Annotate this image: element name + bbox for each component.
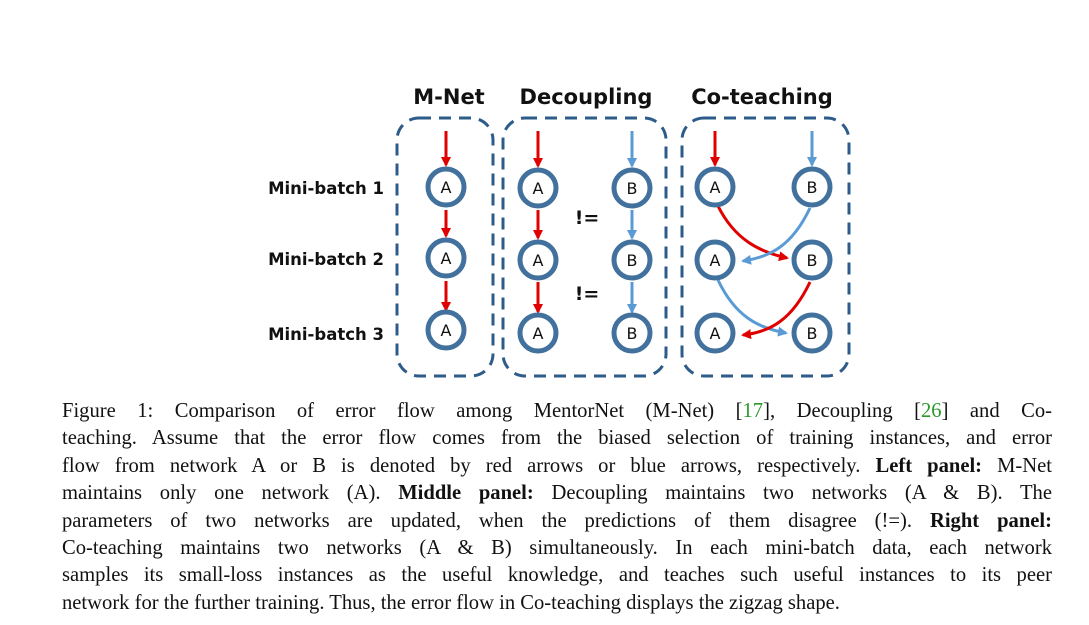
node-coteaching-a-3: A <box>694 312 736 354</box>
svg-text:B: B <box>807 178 818 197</box>
node-mnet-a-1: A <box>425 166 467 208</box>
caption-line-2: teaching. Assume that the error flow com… <box>62 427 1052 450</box>
not-equal-label-1: != <box>575 207 600 229</box>
node-decoupling-b-2: B <box>611 239 653 281</box>
node-coteaching-a-2: A <box>694 239 736 281</box>
node-coteaching-b-2: B <box>791 239 833 281</box>
node-coteaching-b-1: B <box>791 166 833 208</box>
svg-text:A: A <box>441 321 452 340</box>
svg-text:A: A <box>710 324 721 343</box>
panel-title-coteaching: Co-teaching <box>691 85 833 109</box>
svg-text:A: A <box>533 324 544 343</box>
citation-link-17[interactable]: 17 <box>742 400 764 422</box>
svg-text:A: A <box>533 179 544 198</box>
svg-text:B: B <box>627 324 638 343</box>
caption-line-4: maintains only one network (A). Middle p… <box>62 482 1052 505</box>
svg-text:A: A <box>441 178 452 197</box>
caption-line-5: parameters of two networks are updated, … <box>62 509 1053 532</box>
figure-caption: Figure 1: Comparison of error flow among… <box>62 398 1052 617</box>
red-curved-arrow <box>741 281 812 340</box>
svg-text:A: A <box>533 251 544 270</box>
error-flow-diagram: M-Net Decoupling Co-teaching Mini-batch … <box>268 85 851 378</box>
panel-border-mnet <box>395 116 495 378</box>
panel-border-decoupling <box>501 116 668 378</box>
node-decoupling-a-2: A <box>517 239 559 281</box>
caption-line-3: flow from network A or B is denoted by r… <box>62 454 1053 477</box>
svg-text:A: A <box>710 251 721 270</box>
node-mnet-a-2: A <box>425 237 467 279</box>
svg-text:B: B <box>807 251 818 270</box>
caption-line-6: Co-teaching maintains two networks (A & … <box>62 537 1052 560</box>
not-equal-label-2: != <box>575 283 600 305</box>
caption-bold-right-panel: Right panel: <box>929 509 1053 532</box>
node-coteaching-a-1: A <box>694 166 736 208</box>
svg-text:A: A <box>710 178 721 197</box>
panel-title-mnet: M-Net <box>413 85 484 109</box>
node-decoupling-b-3: B <box>611 312 653 354</box>
panel-title-decoupling: Decoupling <box>520 85 653 109</box>
node-decoupling-a-1: A <box>517 167 559 209</box>
caption-bold-left-panel: Left panel: <box>875 454 983 477</box>
node-mnet-a-3: A <box>425 309 467 351</box>
svg-text:B: B <box>627 251 638 270</box>
row-label-minibatch-1: Mini-batch 1 <box>268 179 384 198</box>
svg-text:B: B <box>627 179 638 198</box>
citation-link-26[interactable]: 26 <box>920 400 942 422</box>
row-label-minibatch-2: Mini-batch 2 <box>268 250 384 269</box>
node-decoupling-a-3: A <box>517 312 559 354</box>
caption-line-8: network for the further training. Thus, … <box>62 591 840 614</box>
svg-text:A: A <box>441 249 452 268</box>
node-decoupling-b-1: B <box>611 167 653 209</box>
caption-bold-middle-panel: Middle panel: <box>398 482 534 505</box>
node-coteaching-b-3: B <box>791 312 833 354</box>
red-curved-arrow <box>716 205 789 262</box>
caption-line-7: samples its small-loss instances as the … <box>62 564 1052 587</box>
row-label-minibatch-3: Mini-batch 3 <box>268 325 384 344</box>
blue-curved-arrow <box>741 207 812 265</box>
panel-border-coteaching <box>680 116 851 378</box>
caption-line-1: Figure 1: Comparison of error flow among… <box>62 400 1052 422</box>
blue-curved-arrow <box>716 279 788 337</box>
svg-text:B: B <box>807 324 818 343</box>
